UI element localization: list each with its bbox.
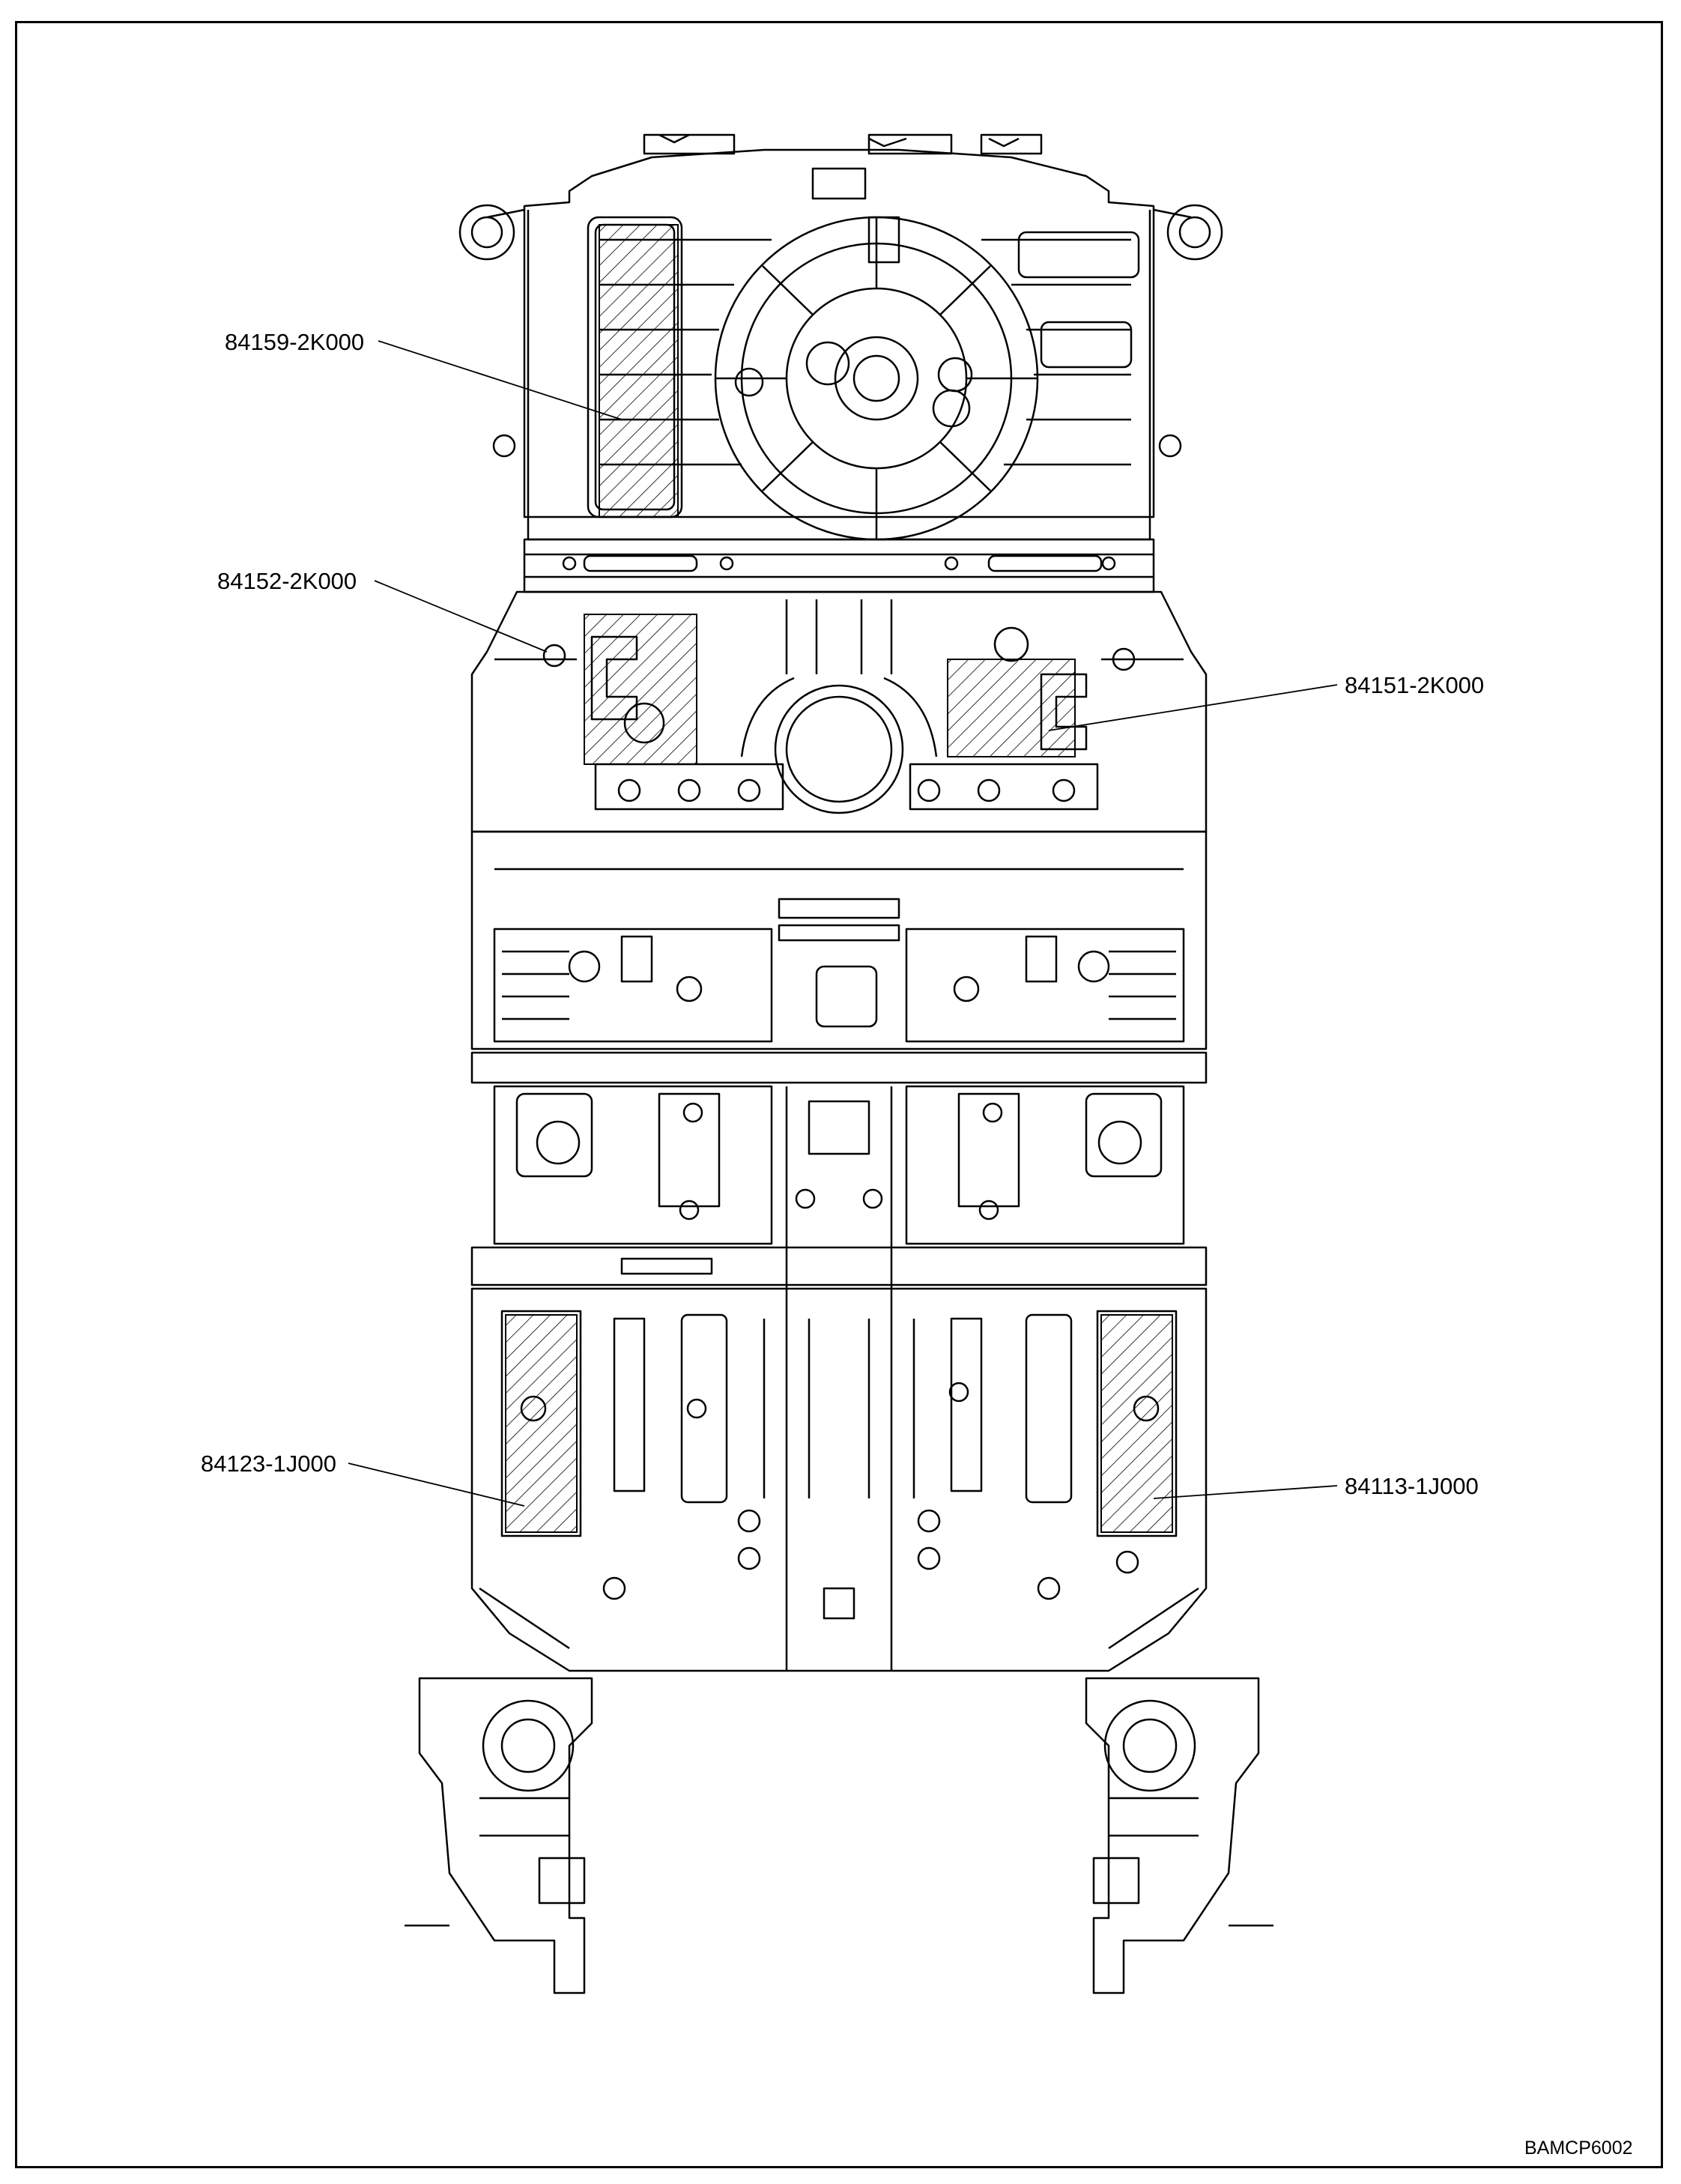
hatched-pad-84123 [505, 1314, 578, 1533]
center-floor-section [470, 1085, 1208, 1671]
front-floor-section [470, 1287, 1208, 1672]
drawing-border [15, 21, 1663, 2168]
rear-floor-section [470, 590, 1208, 833]
leader-line-84113 [1153, 1485, 1338, 1499]
callout-84152: 84152-2K000 [217, 568, 357, 594]
callout-84159: 84159-2K000 [225, 329, 365, 355]
hatched-pad-84159 [599, 224, 679, 518]
hatched-pad-84113 [1100, 1314, 1173, 1533]
callout-84123: 84123-1J000 [201, 1451, 336, 1477]
drawing-code: BAMCP6002 [1524, 2138, 1633, 2159]
rear-cross-member [523, 538, 1155, 593]
leader-line-84123 [348, 1462, 525, 1507]
callout-84113: 84113-1J000 [1345, 1473, 1479, 1499]
callout-84151: 84151-2K000 [1345, 672, 1485, 698]
leader-line-84151 [1048, 684, 1338, 731]
leader-line-84159 [378, 340, 623, 420]
hatched-pad-84152 [584, 614, 697, 765]
middle-floor-section [470, 830, 1208, 1084]
rear-spare-tire-section [458, 133, 1223, 541]
hatched-pad-84151 [947, 659, 1076, 757]
leader-line-84152 [374, 580, 548, 653]
front-rails [405, 1677, 1273, 1994]
